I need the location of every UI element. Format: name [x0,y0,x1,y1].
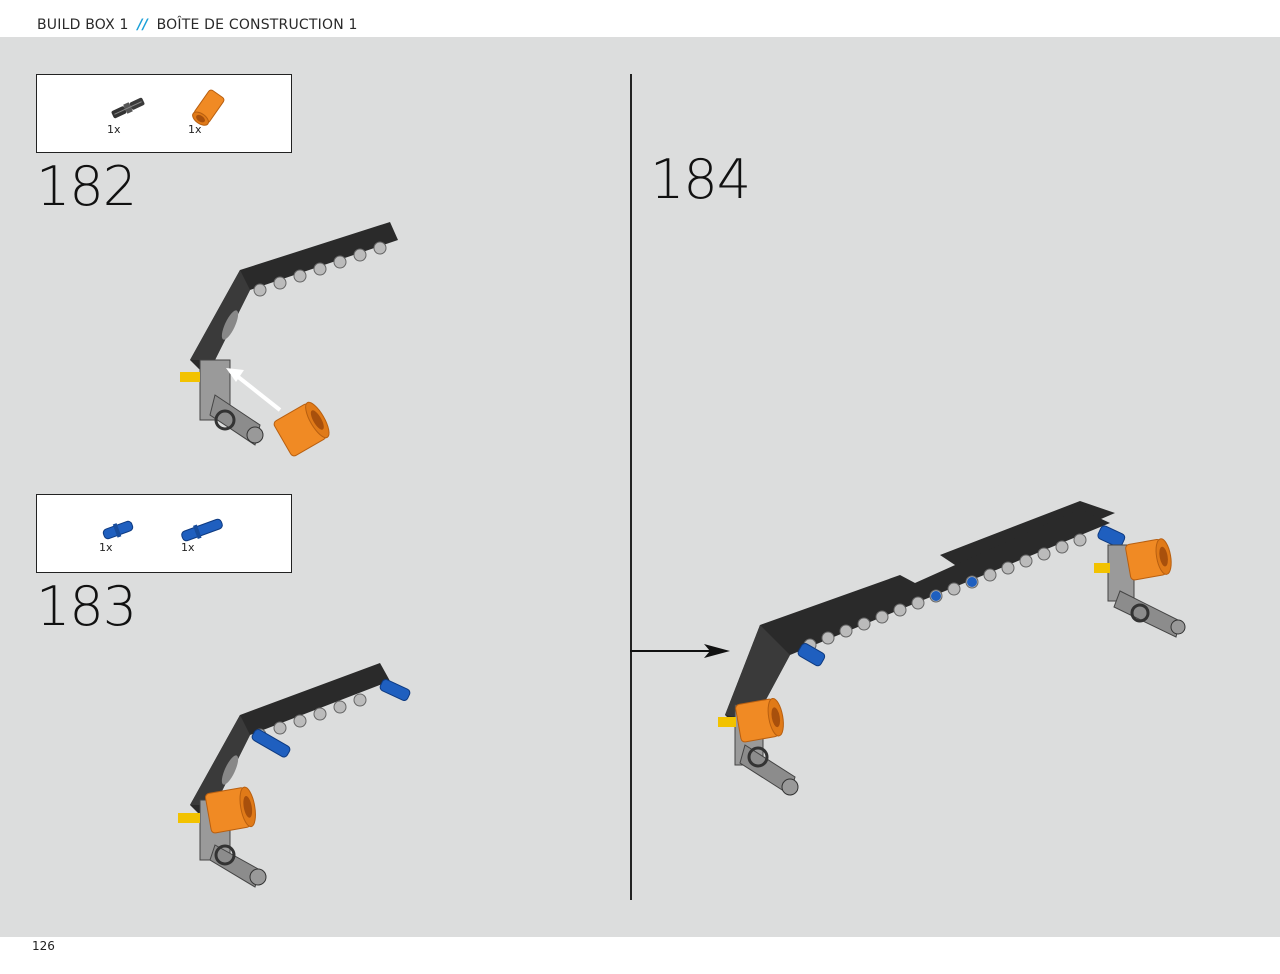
header-title: BUILD BOX 1 // BOÎTE DE CONSTRUCTION 1 [37,17,358,33]
parts-box-step-183: 1x 1x [36,494,292,573]
header-separator: // [137,17,148,33]
part-qty: 1x [181,541,195,554]
part-qty: 1x [99,541,113,554]
part-qty: 1x [107,123,121,136]
header-title-en: BUILD BOX 1 [37,17,129,33]
step-divider [630,74,632,900]
placement-arrow [630,644,730,658]
part-qty: 1x [188,123,202,136]
step-184-assembly [718,501,1186,796]
step-182-assembly [180,222,398,457]
step-number: 184 [650,148,751,211]
blue-pin-icon [102,520,134,540]
header-title-fr: BOÎTE DE CONSTRUCTION 1 [156,17,358,33]
parts-box-step-182: 1x 1x [36,74,292,153]
step-183-assembly [178,663,411,888]
blue-long-pin-icon [181,518,223,542]
black-axle-pin-icon [111,97,145,119]
page-header: BUILD BOX 1 // BOÎTE DE CONSTRUCTION 1 [0,0,1280,37]
step-number: 182 [36,155,137,218]
page-number: 126 [32,939,55,953]
orange-connector-icon [192,89,225,126]
page-footer [0,937,1280,974]
step-number: 183 [36,575,137,638]
